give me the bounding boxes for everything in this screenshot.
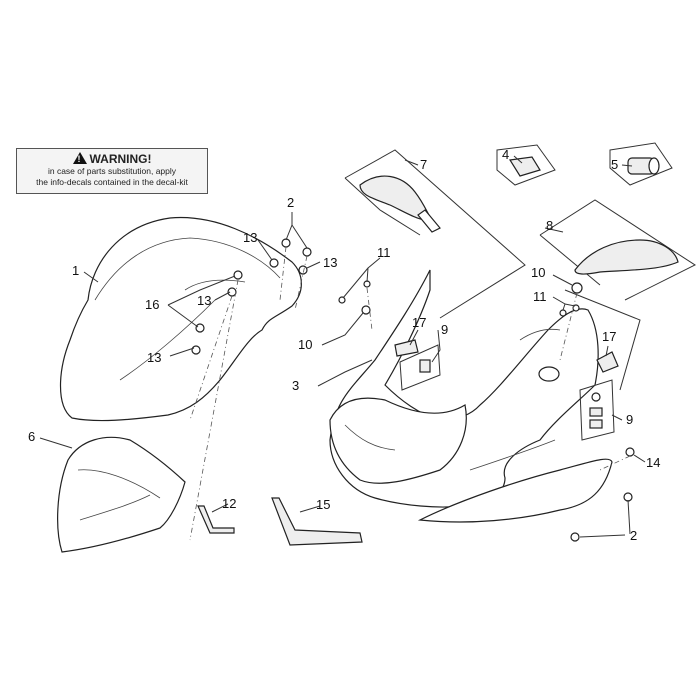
info-decal-left [399,344,441,391]
callout-4: 4 [502,147,510,162]
warning-line-1: in case of parts substitution, apply [47,166,177,176]
bracket-4 [496,144,556,186]
warning-label: ! WARNING! in case of parts substitution,… [16,148,208,194]
front-fairing [329,269,613,523]
windscreen [59,216,302,422]
right-mirror-group [539,199,697,301]
seal-strip-15 [271,497,363,546]
callout-10-right: 10 [531,265,546,280]
seal-strip-12 [197,505,235,534]
callout-14: 14 [646,455,661,470]
callout-13-bottom: 13 [147,350,162,365]
right-mount-outline [564,289,641,391]
callout-17-left: 17 [412,315,427,330]
callout-2-bottom: 2 [630,528,638,543]
warning-symbol: ! [77,154,81,164]
windscreen-deflector [57,436,186,553]
plug-17-left [394,339,419,357]
callout-2-top: 2 [287,195,295,210]
callout-6: 6 [28,429,36,444]
warning-line-2: the info-decals contained in the decal-k… [36,177,188,187]
callout-13-mid: 13 [197,293,212,308]
callout-3: 3 [292,378,300,393]
callout-13-top: 13 [243,230,258,245]
callout-9-right: 9 [626,412,634,427]
warning-title-row: ! WARNING! [17,152,207,166]
assembly-lines [189,246,631,541]
callout-12: 12 [222,496,237,511]
warning-triangle-icon: ! [72,152,87,164]
plug-17-right [596,351,619,373]
callout-9-left: 9 [441,322,449,337]
info-decal-right [579,379,615,441]
callout-15: 15 [316,497,331,512]
callout-11-left: 11 [377,245,391,260]
callout-1: 1 [72,263,80,278]
callout-13-right: 13 [323,255,338,270]
warning-title: WARNING! [89,152,152,166]
callout-16: 16 [145,297,160,312]
leader-lines [39,155,646,538]
callout-5: 5 [611,157,619,172]
callout-8: 8 [546,218,554,233]
grommet-5 [609,142,673,186]
callout-7: 7 [420,157,428,172]
left-mirror-group [344,149,526,319]
callout-11-right: 11 [533,289,547,304]
callout-10-left: 10 [298,337,313,352]
callout-17-right: 17 [602,329,617,344]
